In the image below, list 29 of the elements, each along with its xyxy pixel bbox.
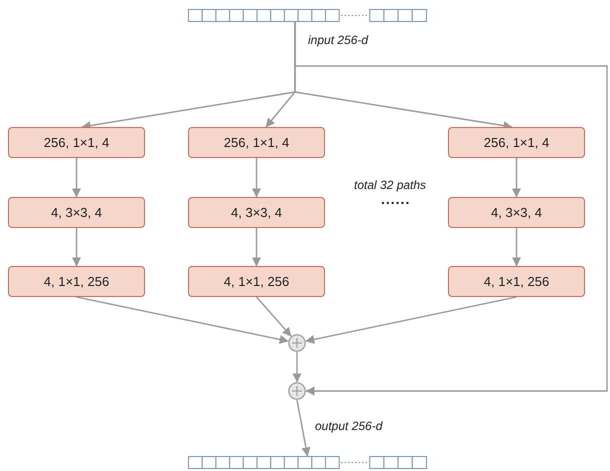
arrow — [296, 400, 310, 456]
arrow — [72, 228, 81, 266]
arrow — [512, 228, 521, 266]
arrow — [76, 296, 289, 344]
arrow — [252, 158, 261, 198]
arrow — [305, 296, 517, 344]
layer-box: 256, 1×1, 4 — [8, 127, 145, 158]
sum-circle — [288, 334, 306, 352]
layer-box: 256, 1×1, 4 — [448, 127, 585, 158]
arrow — [252, 228, 261, 266]
layer-box: 4, 3×3, 4 — [448, 197, 585, 228]
dimension-label: output 256-d — [315, 419, 382, 433]
note-text: total 32 paths — [354, 178, 426, 192]
layer-box: 4, 1×1, 256 — [188, 266, 325, 297]
layer-box: 256, 1×1, 4 — [188, 127, 325, 158]
arrow — [72, 158, 81, 198]
sum-circle — [288, 382, 306, 400]
arrow — [256, 296, 292, 337]
layer-box: 4, 1×1, 256 — [8, 266, 145, 297]
layer-box: 4, 3×3, 4 — [8, 197, 145, 228]
ellipsis-text: ...... — [381, 191, 410, 207]
vector-drawing — [188, 9, 427, 22]
arrow — [294, 22, 608, 396]
layer-box: 4, 1×1, 256 — [448, 266, 585, 297]
arrow — [292, 352, 302, 382]
layer-box: 4, 3×3, 4 — [188, 197, 325, 228]
vector-drawing — [188, 456, 427, 469]
dimension-label: input 256-d — [308, 33, 368, 47]
arrow — [512, 158, 521, 198]
